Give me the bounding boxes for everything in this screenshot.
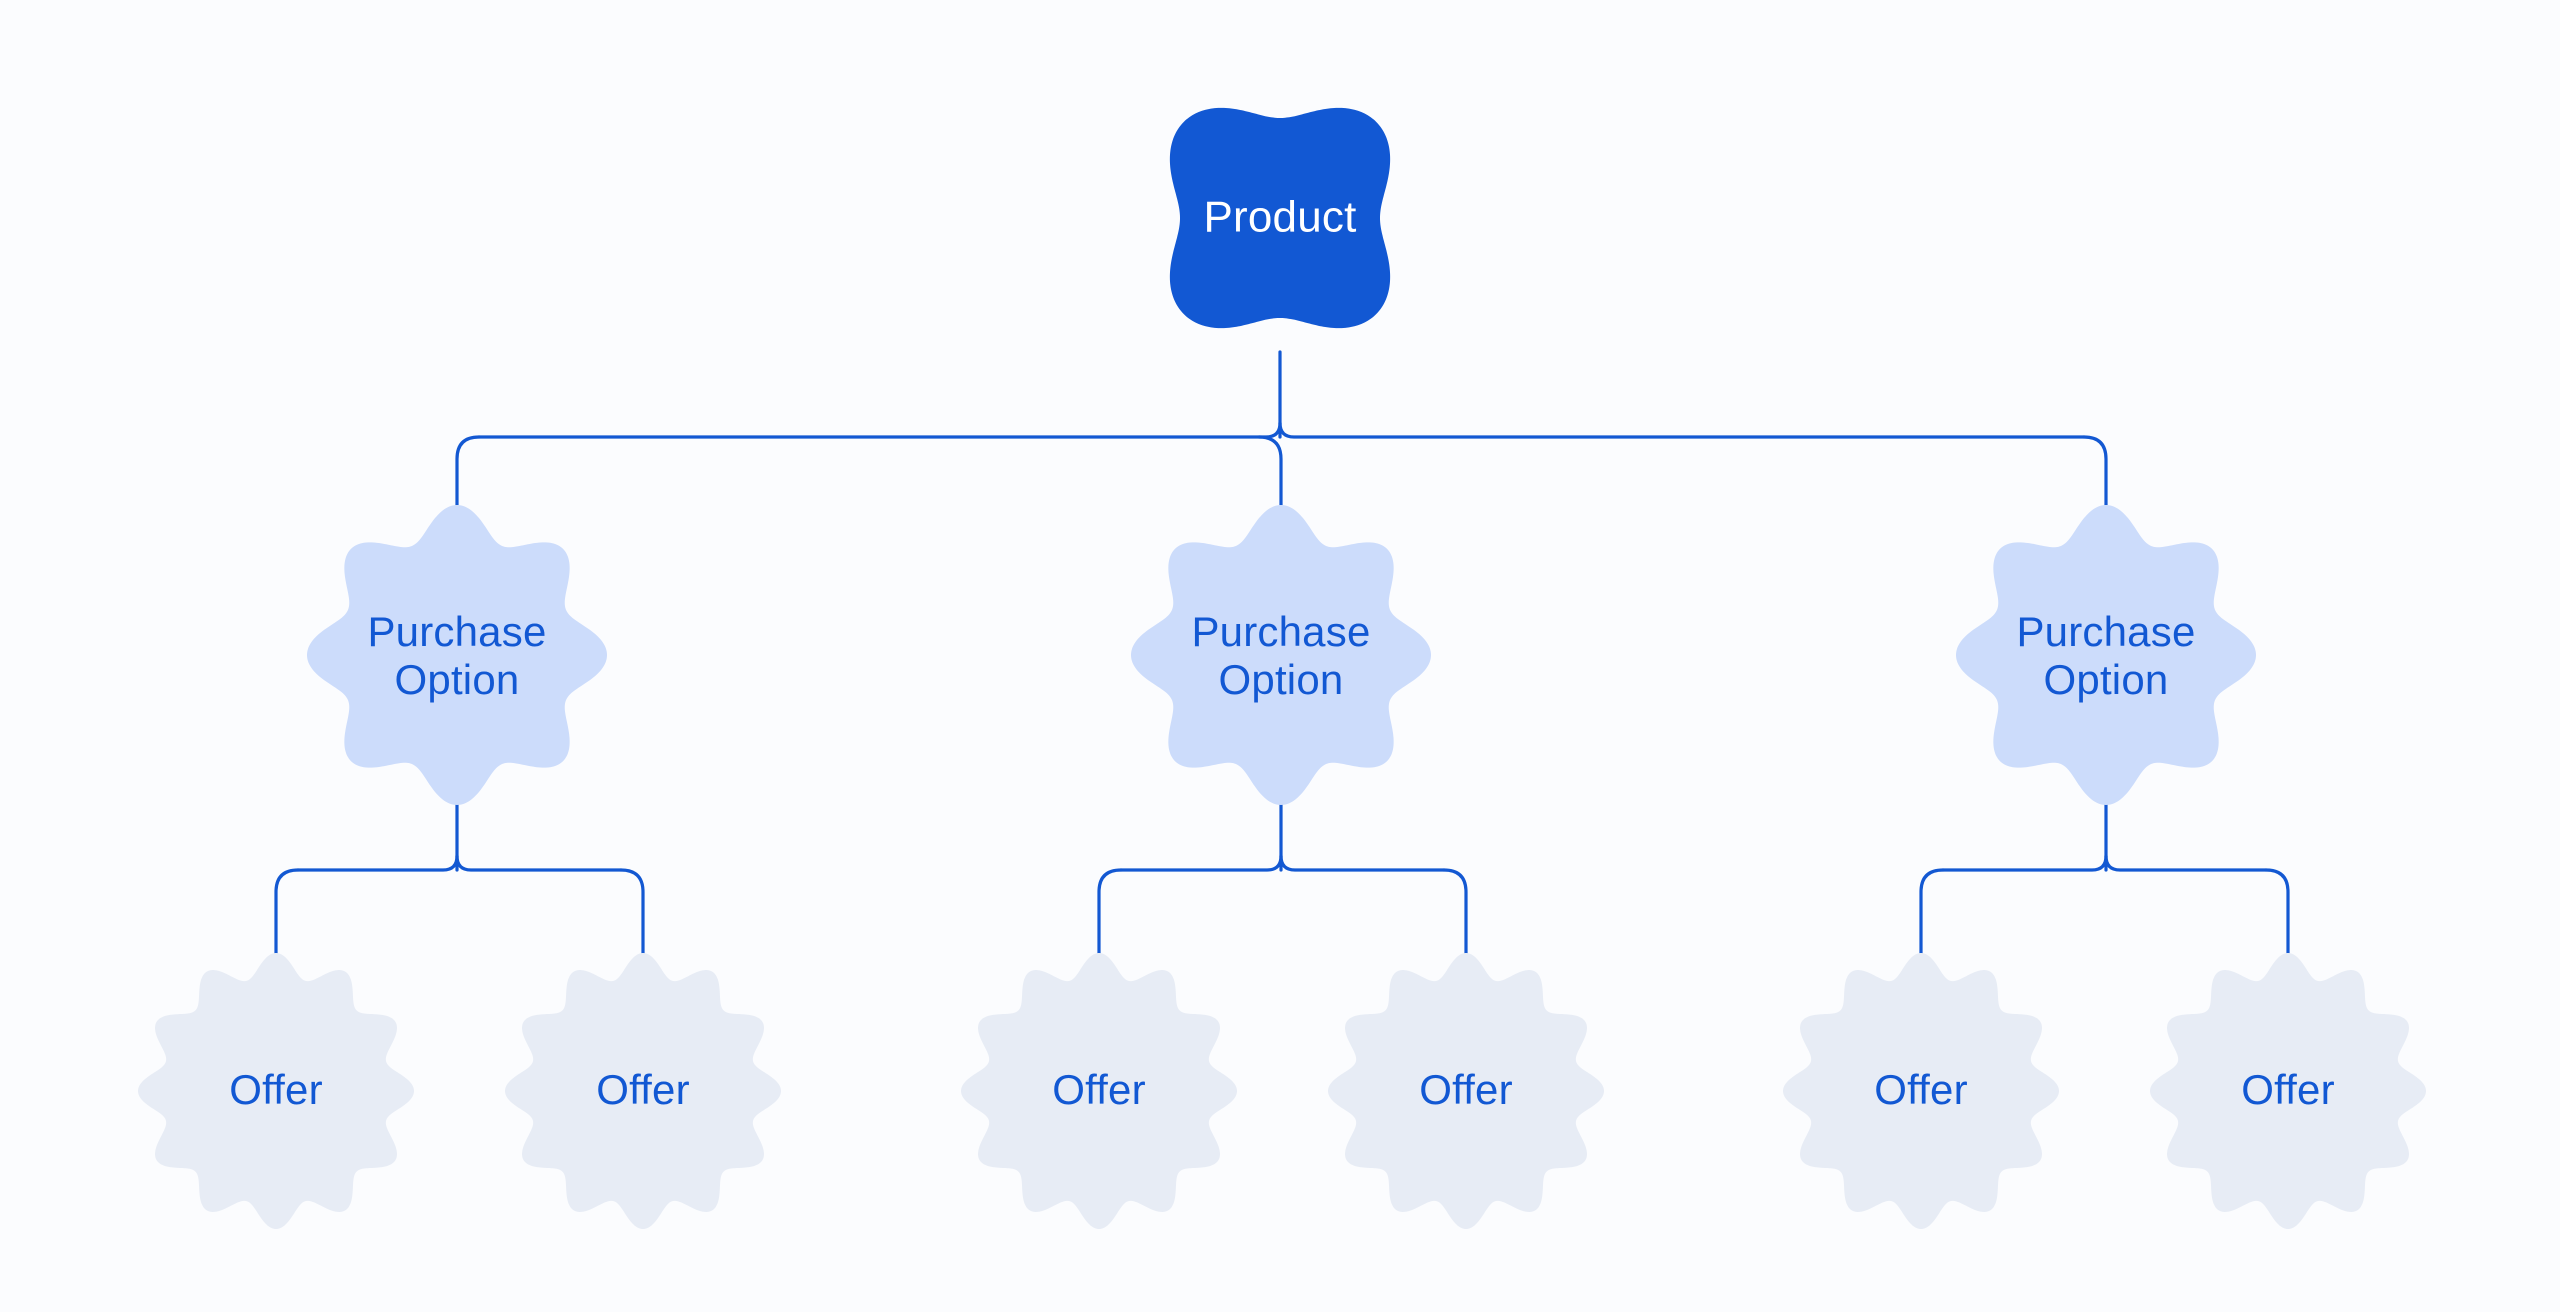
connector-drop-root-3	[2082, 435, 2108, 532]
connector-bus-right-root	[1278, 421, 2086, 439]
node-label-offer-4: Offer	[1419, 1066, 1513, 1113]
node-shape-offer-scallop-1	[138, 953, 414, 1229]
node-offer-1[interactable]: Offer	[138, 953, 414, 1229]
connector-bus-right-mid1	[455, 854, 623, 872]
connector-bus-left-mid1	[296, 854, 459, 872]
connector-bus-right-mid3	[2104, 854, 2268, 872]
node-shape-purchase-option-blob-3	[1956, 505, 2256, 805]
node-product[interactable]: Product	[1169, 107, 1391, 329]
node-shape-purchase-option-blob-1	[307, 505, 607, 805]
connector-drop-mid3-2	[2264, 868, 2290, 962]
node-label-product: Product	[1203, 193, 1356, 242]
connector-drop-mid2-1	[1097, 868, 1123, 962]
node-shape-offer-scallop-2	[505, 953, 781, 1229]
node-label-offer-3: Offer	[1052, 1066, 1146, 1113]
node-shape-offer-scallop-6	[2150, 953, 2426, 1229]
node-offer-3[interactable]: Offer	[961, 953, 1237, 1229]
node-offer-2[interactable]: Offer	[505, 953, 781, 1229]
node-label-offer-2: Offer	[596, 1066, 690, 1113]
node-offer-6[interactable]: Offer	[2150, 953, 2426, 1229]
connector-drop-root-2	[1257, 435, 1283, 532]
connector-bus-left-mid2	[1119, 854, 1283, 872]
connector-drop-root-1	[455, 435, 481, 532]
node-label-offer-5: Offer	[1874, 1066, 1968, 1113]
connector-drop-mid3-1	[1919, 868, 1945, 962]
node-offer-5[interactable]: Offer	[1783, 953, 2059, 1229]
node-shape-offer-scallop-5	[1783, 953, 2059, 1229]
node-label-offer-1: Offer	[229, 1066, 323, 1113]
connector-bus-left-root	[477, 421, 1282, 439]
node-shape-offer-scallop-4	[1328, 953, 1604, 1229]
connector-drop-mid2-2	[1442, 868, 1468, 962]
node-label-offer-6: Offer	[2241, 1066, 2335, 1113]
connector-drop-mid1-2	[619, 868, 645, 962]
node-offer-4[interactable]: Offer	[1328, 953, 1604, 1229]
connector-bus-left-mid3	[1941, 854, 2108, 872]
connector-drop-mid1-1	[274, 868, 300, 962]
connector-bus-right-mid2	[1279, 854, 1446, 872]
node-shape-offer-scallop-3	[961, 953, 1237, 1229]
node-shape-purchase-option-blob-2	[1131, 505, 1431, 805]
node-shape-product-blob	[1169, 107, 1391, 329]
